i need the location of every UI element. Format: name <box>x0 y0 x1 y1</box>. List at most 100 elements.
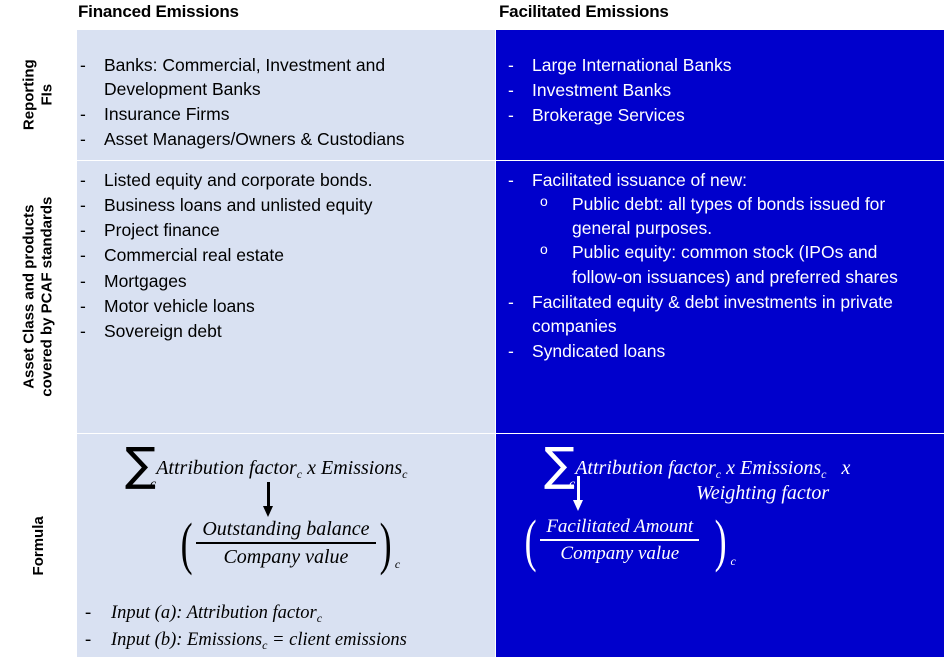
list-item-label: Insurance Firms <box>104 104 230 125</box>
column-header-financed-emissions: Financed Emissions <box>78 2 239 21</box>
bullet-marker: - <box>508 105 514 126</box>
bullet-marker: - <box>508 291 514 312</box>
formula-times-operator: x <box>726 457 735 479</box>
bullet-marker: - <box>508 55 514 75</box>
list-item-label: Facilitated equity & debt investments in… <box>532 291 893 336</box>
bullet-marker: - <box>508 340 514 361</box>
bullet-marker: - <box>80 104 86 125</box>
bullet-marker: - <box>80 129 86 150</box>
list-item: - Commercial real estate <box>77 243 481 267</box>
sublist-facilitated-issuance: o Public debt: all types of bonds issued… <box>532 192 932 289</box>
cell-financed-reporting-fis: - Banks: Commercial, Investment and Deve… <box>77 30 495 160</box>
formula-term-attribution-factor-subscript: c <box>715 467 722 481</box>
left-paren: ( <box>524 507 537 573</box>
bullet-marker: - <box>80 320 86 341</box>
list-item-label: Large International Banks <box>532 55 732 75</box>
input-row-a: - Input (a): Attribution factorc <box>81 600 407 627</box>
formula-financed-attribution-fraction: ( Outstanding balance Company value )c <box>177 510 401 576</box>
comparison-table: Reporting FIs - Banks: Commercial, Inves… <box>0 30 944 657</box>
input-b-subscript: c <box>262 638 268 653</box>
column-headers: Financed Emissions Facilitated Emissions <box>0 0 944 30</box>
row-label-formula: Formula <box>0 434 77 657</box>
list-item-label: Commercial real estate <box>104 245 284 266</box>
summation-icon: ∑ <box>544 437 575 491</box>
list-item-label: Project finance <box>104 220 220 241</box>
list-item: - Brokerage Services <box>505 103 930 127</box>
bullet-marker: - <box>85 630 92 651</box>
summation-icon: ∑ <box>125 437 156 491</box>
formula-times-operator-2: x <box>841 457 851 479</box>
row-label-reporting-fis-line2: FIs <box>38 84 56 106</box>
list-item-label: Syndicated loans <box>532 340 666 361</box>
list-item-label: Banks: Commercial, Investment and Develo… <box>104 55 386 100</box>
list-item: - Sovereign debt <box>77 319 481 343</box>
fraction-denominator: Company value <box>223 546 349 568</box>
bullet-marker: - <box>508 80 514 101</box>
cell-facilitated-reporting-fis: - Large International Banks - Investment… <box>496 30 944 160</box>
formula-times-operator: x <box>307 457 316 479</box>
fraction-numerator: Facilitated Amount <box>540 516 700 541</box>
formula-term-attribution-factor: Attribution factor <box>575 457 716 479</box>
list-financed-reporting-fis: - Banks: Commercial, Investment and Deve… <box>77 53 495 152</box>
sublist-item: o Public debt: all types of bonds issued… <box>532 192 932 240</box>
sub-bullet-marker: o <box>540 193 548 210</box>
list-item: - Asset Managers/Owners & Custodians <box>77 127 481 151</box>
list-item: - Large International Banks <box>505 53 930 77</box>
cell-facilitated-asset-class: - Facilitated issuance of new: o Public … <box>496 161 944 433</box>
cell-facilitated-formula: ∑cAttribution factorc x Emissionsc x Wei… <box>496 434 944 657</box>
formula-term-emissions-subscript: c <box>821 467 827 481</box>
list-financed-asset-class: - Listed equity and corporate bonds. - B… <box>77 168 495 343</box>
row-label-formula-line1: Formula <box>29 515 47 576</box>
sub-bullet-marker: o <box>540 241 548 258</box>
bullet-marker: - <box>80 270 86 291</box>
fraction-denominator: Company value <box>560 543 680 564</box>
list-item: - Mortgages <box>77 269 481 293</box>
row-label-reporting-fis-line1: Reporting <box>20 59 38 131</box>
summation-subscript: c <box>150 477 157 492</box>
bullet-marker: - <box>80 195 86 216</box>
sublist-item-label: Public equity: common stock (IPOs and fo… <box>572 242 898 287</box>
list-item-label: Facilitated issuance of new: <box>532 170 747 190</box>
list-item: - Investment Banks <box>505 78 930 102</box>
list-item: - Facilitated equity & debt investments … <box>505 290 932 338</box>
fraction-subscript: c <box>394 557 401 572</box>
list-item-label: Motor vehicle loans <box>104 295 255 316</box>
bullet-marker: - <box>80 245 86 266</box>
list-item-label: Brokerage Services <box>532 105 685 126</box>
bullet-marker: - <box>80 170 86 190</box>
formula-facilitated-sum-expression: ∑cAttribution factorc x Emissionsc x <box>544 441 851 493</box>
formula-financed-inputs: - Input (a): Attribution factorc - Input… <box>81 600 407 654</box>
row-label-asset-class-line2: covered by PCAF standards <box>38 196 56 398</box>
bullet-marker: - <box>80 55 86 75</box>
formula-term-emissions: Emissions <box>740 457 822 479</box>
bullet-marker: - <box>85 603 92 623</box>
list-facilitated-asset-class: - Facilitated issuance of new: o Public … <box>496 168 944 363</box>
list-item: - Banks: Commercial, Investment and Deve… <box>77 53 481 101</box>
fraction-numerator: Outstanding balance <box>196 518 376 544</box>
formula-term-emissions: Emissions <box>321 457 403 479</box>
sublist-item: o Public equity: common stock (IPOs and … <box>532 240 932 288</box>
list-item: - Syndicated loans <box>505 339 932 363</box>
list-item: - Facilitated issuance of new: o Public … <box>505 168 932 289</box>
list-item-label: Listed equity and corporate bonds. <box>104 170 373 190</box>
formula-facilitated-attribution-fraction: ( Facilitated Amount Company value )c <box>521 507 736 573</box>
fraction-subscript: c <box>730 553 736 568</box>
list-item-label: Business loans and unlisted equity <box>104 195 373 216</box>
bullet-marker: - <box>508 170 514 190</box>
cell-financed-asset-class: - Listed equity and corporate bonds. - B… <box>77 161 495 433</box>
list-item-label: Sovereign debt <box>104 320 222 341</box>
fraction: Outstanding balance Company value <box>196 518 376 569</box>
row-label-asset-class-line1: Asset Class and products <box>20 204 38 390</box>
list-item: - Listed equity and corporate bonds. <box>77 168 481 192</box>
formula-term-weighting-factor: Weighting factor <box>696 482 830 504</box>
row-label-asset-class: Asset Class and products covered by PCAF… <box>0 161 77 433</box>
left-paren: ( <box>180 510 193 576</box>
formula-term-attribution-factor: Attribution factor <box>156 457 297 479</box>
list-item-label: Mortgages <box>104 270 187 291</box>
input-row-b: - Input (b): Emissionsc = client emissio… <box>81 627 407 654</box>
list-item: - Insurance Firms <box>77 102 481 126</box>
input-a-subscript: c <box>316 611 323 625</box>
list-item-label: Asset Managers/Owners & Custodians <box>104 129 405 150</box>
right-paren: ) <box>714 507 727 573</box>
list-item: - Business loans and unlisted equity <box>77 193 481 217</box>
